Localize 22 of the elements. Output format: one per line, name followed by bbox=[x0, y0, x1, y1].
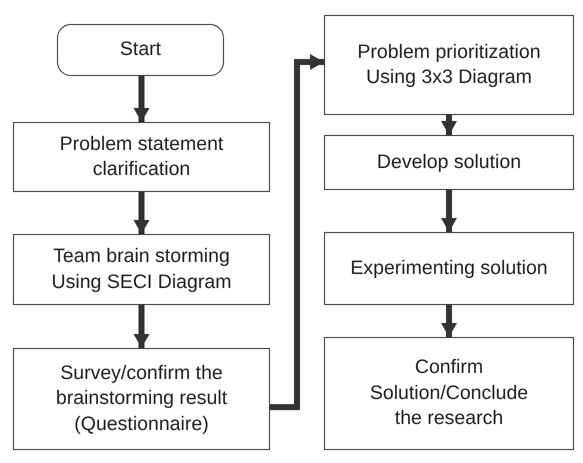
process-box bbox=[324, 135, 574, 190]
start-terminal bbox=[57, 24, 224, 76]
process-box bbox=[13, 234, 270, 305]
node-label: Problem statement clarification bbox=[58, 132, 224, 182]
node-label: Team brain storming Using SECI Diagram bbox=[50, 244, 232, 294]
process-box bbox=[13, 122, 270, 192]
process-box bbox=[324, 232, 574, 305]
node-label: Develop solution bbox=[376, 150, 522, 175]
node-label: Experimenting solution bbox=[350, 256, 548, 281]
node-label: Problem prioritization Using 3x3 Diagram bbox=[356, 40, 542, 90]
arrow bbox=[134, 305, 150, 348]
arrow bbox=[441, 305, 457, 337]
node-label: Survey/confirm the brainstorming result (Questionnaire) bbox=[54, 360, 228, 437]
process-box bbox=[13, 348, 270, 450]
node-label: Confirm Solution/Conclude the research bbox=[368, 355, 530, 432]
arrow bbox=[441, 115, 457, 135]
arrow bbox=[134, 76, 150, 122]
arrow bbox=[441, 190, 457, 232]
process-box bbox=[324, 337, 574, 450]
node-label: Start bbox=[120, 37, 162, 62]
process-box bbox=[324, 15, 574, 115]
arrow bbox=[134, 192, 150, 234]
